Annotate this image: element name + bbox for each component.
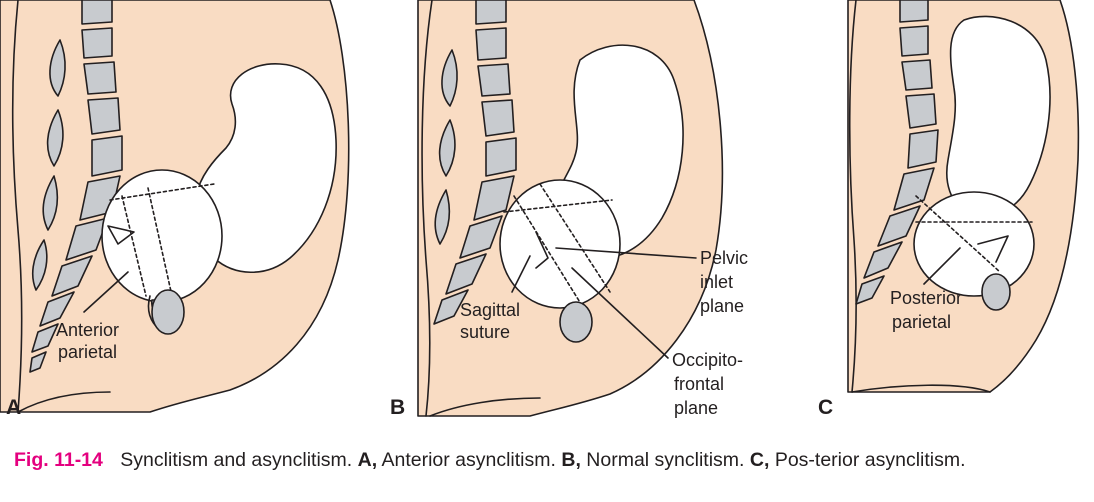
panel-letter-c: C: [818, 396, 834, 419]
panel-letter-a: A: [6, 396, 22, 419]
fetal-head-c: [913, 191, 1035, 297]
label-posterior: Posterior: [890, 288, 963, 308]
label-frontal: frontal: [674, 374, 725, 394]
spine-b: [433, 0, 517, 325]
label-occipito: Occipito-: [672, 350, 744, 370]
caption-title: Synclitism and asynclitism.: [120, 449, 353, 471]
panel-b-illustration: [417, 0, 724, 417]
caption-a-letter: A,: [357, 449, 378, 471]
label-parietal-a: parietal: [58, 342, 118, 362]
label-suture: suture: [460, 322, 511, 342]
label-parietal-c: parietal: [892, 312, 952, 332]
panel-c-illustration: [847, 0, 1080, 393]
caption-c-letter: C,: [749, 449, 770, 471]
label-sagittal: Sagittal: [460, 300, 521, 320]
caption-a-text: Anterior asynclitism.: [381, 449, 556, 471]
fetus-a: [193, 63, 337, 274]
label-plane-1: plane: [700, 296, 745, 316]
caption-b-letter: B,: [561, 449, 581, 471]
figure-caption: Fig. 11-14 Synclitism and asynclitism. A…: [14, 447, 1089, 474]
label-anterior: Anterior: [56, 320, 120, 340]
label-plane-2: plane: [674, 398, 719, 418]
figure-number: Fig. 11-14: [14, 449, 103, 471]
panel-letter-b: B: [390, 396, 406, 419]
synclitism-diagram: [0, 0, 1080, 417]
panel-a-illustration: [0, 0, 350, 413]
label-pelvic: Pelvic: [700, 248, 749, 268]
spine-a: [29, 0, 123, 373]
caption-b-text: Normal synclitism.: [586, 449, 745, 471]
spine-c: [855, 0, 939, 305]
fetal-head-a: [101, 169, 223, 303]
caption-c-text: Pos-terior asynclitism.: [774, 449, 966, 471]
label-inlet: inlet: [700, 272, 734, 292]
fetal-head-b: [499, 179, 621, 309]
